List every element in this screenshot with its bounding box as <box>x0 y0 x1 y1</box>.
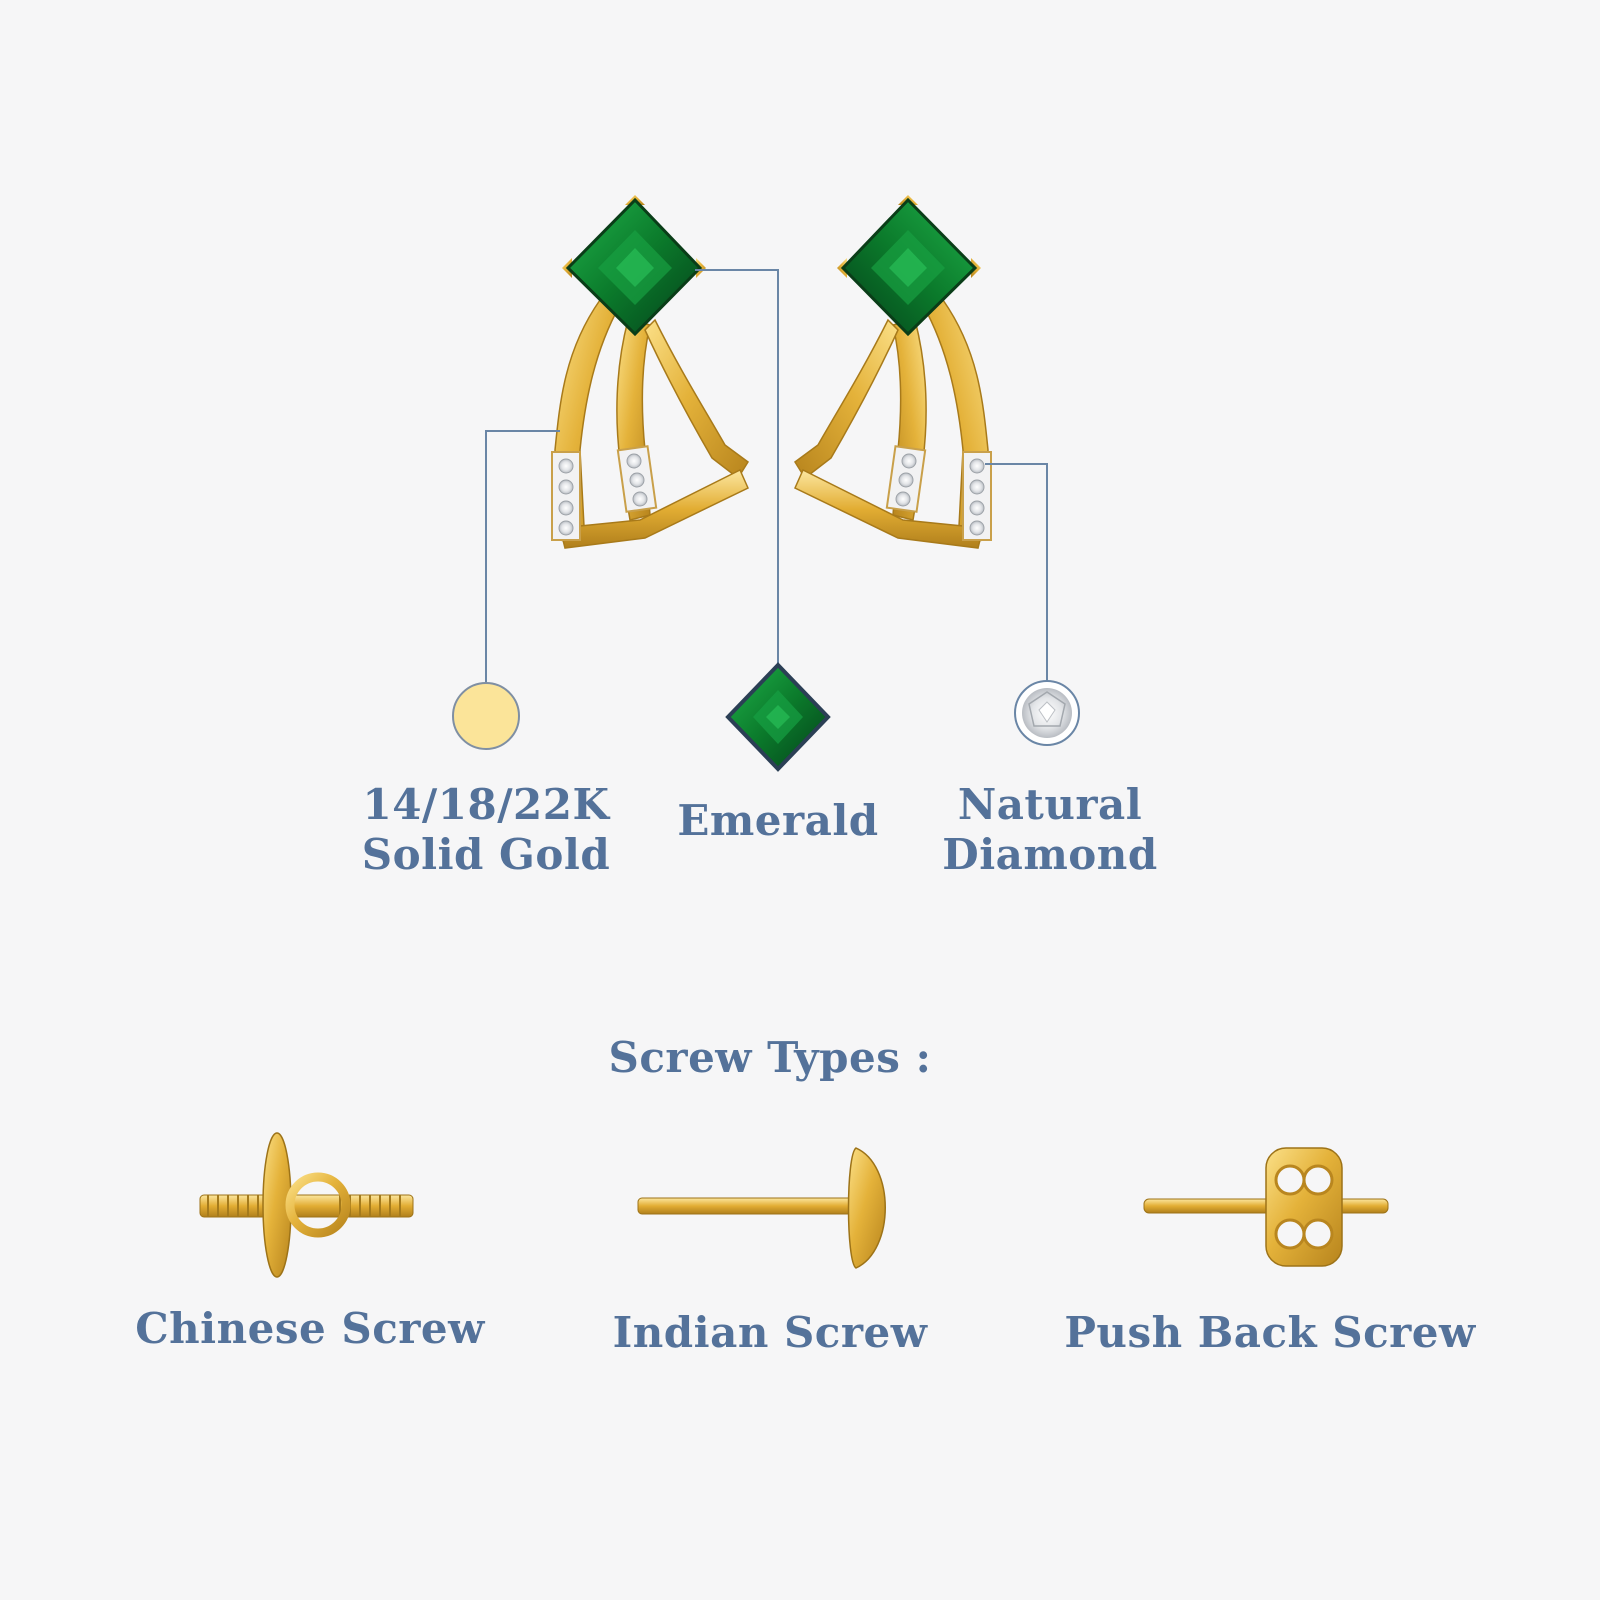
diamond-label: Natural Diamond <box>942 780 1158 879</box>
indian-screw-label: Indian Screw <box>612 1308 928 1357</box>
diamond-gem-icon <box>1014 680 1080 746</box>
emerald-label: Emerald <box>677 796 879 845</box>
screw-types-heading: Screw Types : <box>608 1033 932 1082</box>
right-earring-icon <box>793 195 992 549</box>
emerald-gem-icon <box>725 662 831 772</box>
gold-callout-line <box>485 430 560 683</box>
indian-screw-icon <box>637 1147 886 1269</box>
gold-swatch-icon <box>452 682 520 750</box>
chinese-screw-icon <box>199 1132 414 1278</box>
diamond-callout-line <box>985 463 1048 681</box>
chinese-screw-label: Chinese Screw <box>135 1304 485 1353</box>
callout-lines <box>485 269 1048 683</box>
push-back-screw-label: Push Back Screw <box>1064 1308 1476 1357</box>
emerald-callout-line <box>695 269 779 665</box>
gold-label: 14/18/22K Solid Gold <box>361 780 611 879</box>
left-earring-icon <box>551 195 750 549</box>
push-back-screw-icon <box>1143 1147 1389 1267</box>
